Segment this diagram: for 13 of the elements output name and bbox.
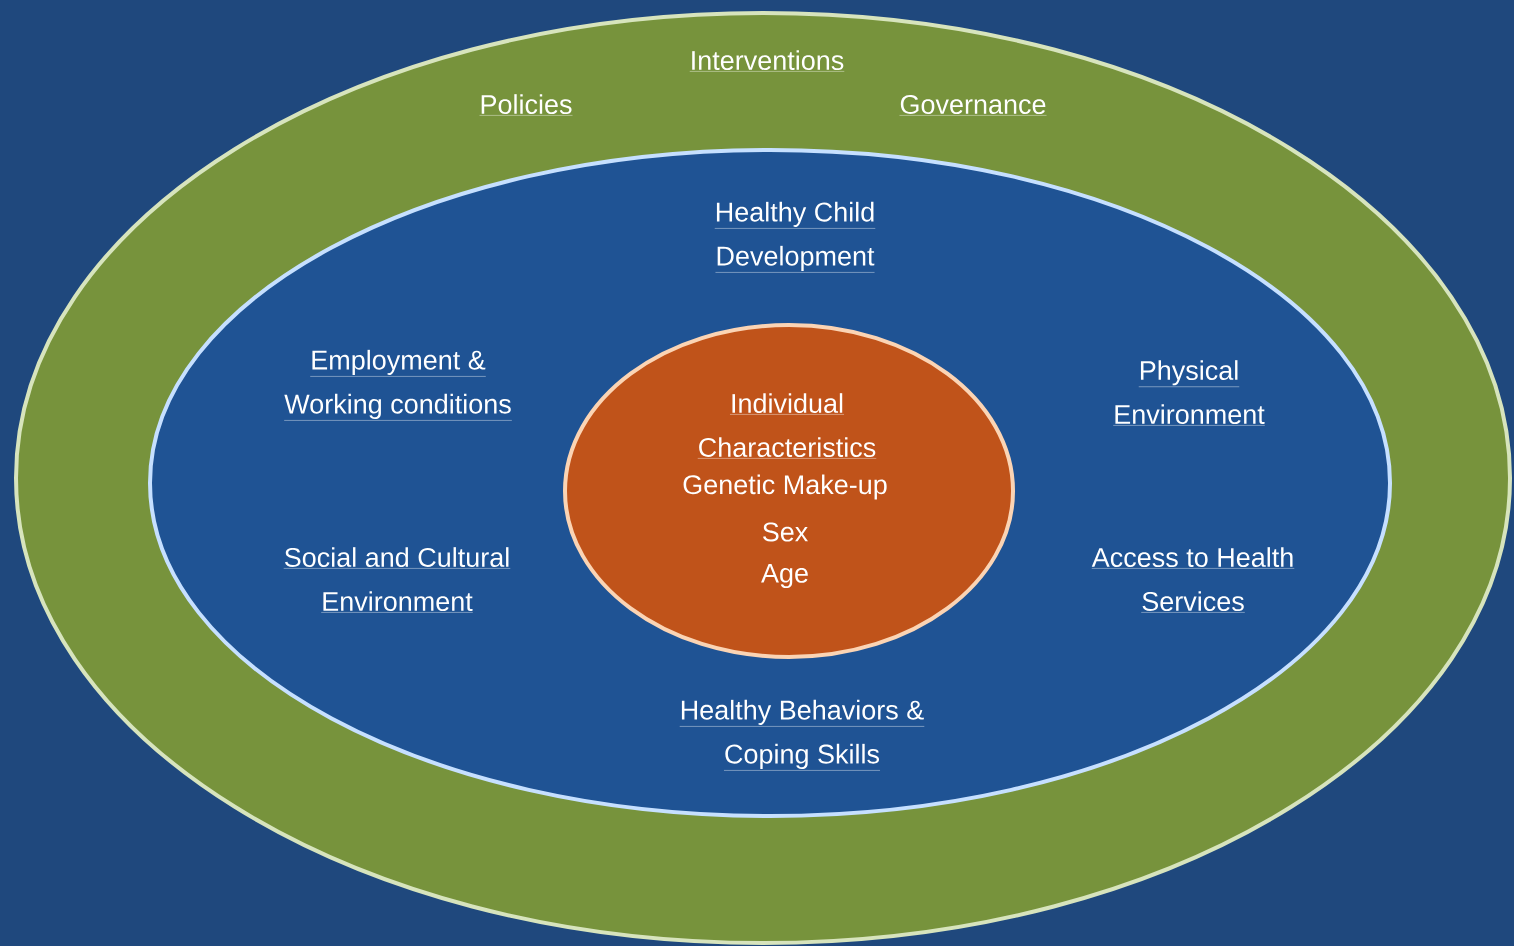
ring-label: Interventions — [689, 50, 845, 72]
factor-label: Healthy Child Development — [714, 201, 876, 273]
characteristic-label: Genetic Make-up — [683, 474, 887, 500]
factor-label: Access to Health Services — [1091, 547, 1295, 613]
factor-label: Healthy Behaviors & Coping Skills — [679, 699, 925, 771]
ring-label: Governance — [899, 94, 1047, 116]
characteristic-label: Sex — [762, 522, 808, 542]
factor-label: Physical Environment — [1113, 360, 1265, 426]
ring-label: Policies — [479, 94, 573, 116]
characteristic-label: Individual Characteristics — [697, 393, 877, 459]
characteristic-label: Age — [761, 563, 808, 589]
factor-label: Social and Cultural Environment — [283, 547, 511, 613]
factor-label: Employment & Working conditions — [284, 349, 512, 421]
